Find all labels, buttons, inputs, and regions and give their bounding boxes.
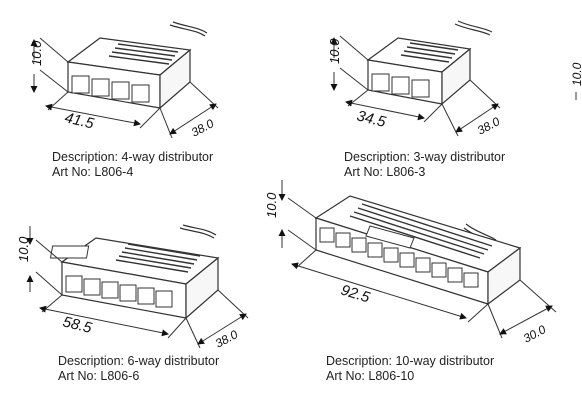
port-row [71, 75, 150, 103]
distributor-6-way-drawing: 10.0 58.5 38.0 [16, 224, 249, 351]
distributor-4-way-drawing: 10.0 41.5 38.0 [29, 21, 219, 140]
port-row [371, 73, 430, 98]
distributor-3-way-drawing: 10.0 34.5 38.0 [327, 20, 502, 138]
depth-dimension-label: 38.0 [189, 116, 216, 139]
distributor-10-way-drawing: 10.0 92.5 30.0 [264, 180, 557, 346]
edge-fragment-label: 10.0 [570, 62, 582, 86]
art-number-text: Art No: L806-10 [326, 369, 415, 383]
height-dimension-label: 10.0 [16, 236, 31, 262]
caption-4-way: Description: 4-way distributor Art No: L… [52, 150, 213, 180]
art-number-text: Art No: L806-6 [58, 369, 140, 383]
length-dimension-label: 92.5 [339, 282, 373, 307]
height-dimension-label: 10.0 [29, 40, 44, 66]
length-dimension-label: 58.5 [61, 313, 94, 337]
length-dimension-label: 34.5 [355, 107, 388, 131]
art-number-text: Art No: L806-3 [344, 165, 426, 179]
description-text: Description: 3-way distributor [344, 150, 506, 164]
depth-dimension-label: 38.0 [475, 114, 502, 137]
art-number-text: Art No: L806-4 [52, 165, 134, 179]
description-text: Description: 6-way distributor [58, 354, 220, 368]
caption-6-way: Description: 6-way distributor Art No: L… [58, 354, 219, 384]
depth-dimension-label: 38.0 [213, 327, 240, 350]
caption-10-way: Description: 10-way distributor Art No: … [326, 354, 494, 384]
description-text: Description: 10-way distributor [326, 354, 495, 368]
length-dimension-label: 41.5 [63, 109, 96, 132]
caption-3-way: Description: 3-way distributor Art No: L… [344, 150, 505, 180]
depth-dimension-label: 30.0 [521, 322, 548, 345]
height-dimension-label: 10.0 [264, 192, 279, 218]
port-row [65, 275, 173, 308]
height-dimension-label: 10.0 [327, 38, 342, 64]
description-text: Description: 4-way distributor [52, 150, 214, 164]
